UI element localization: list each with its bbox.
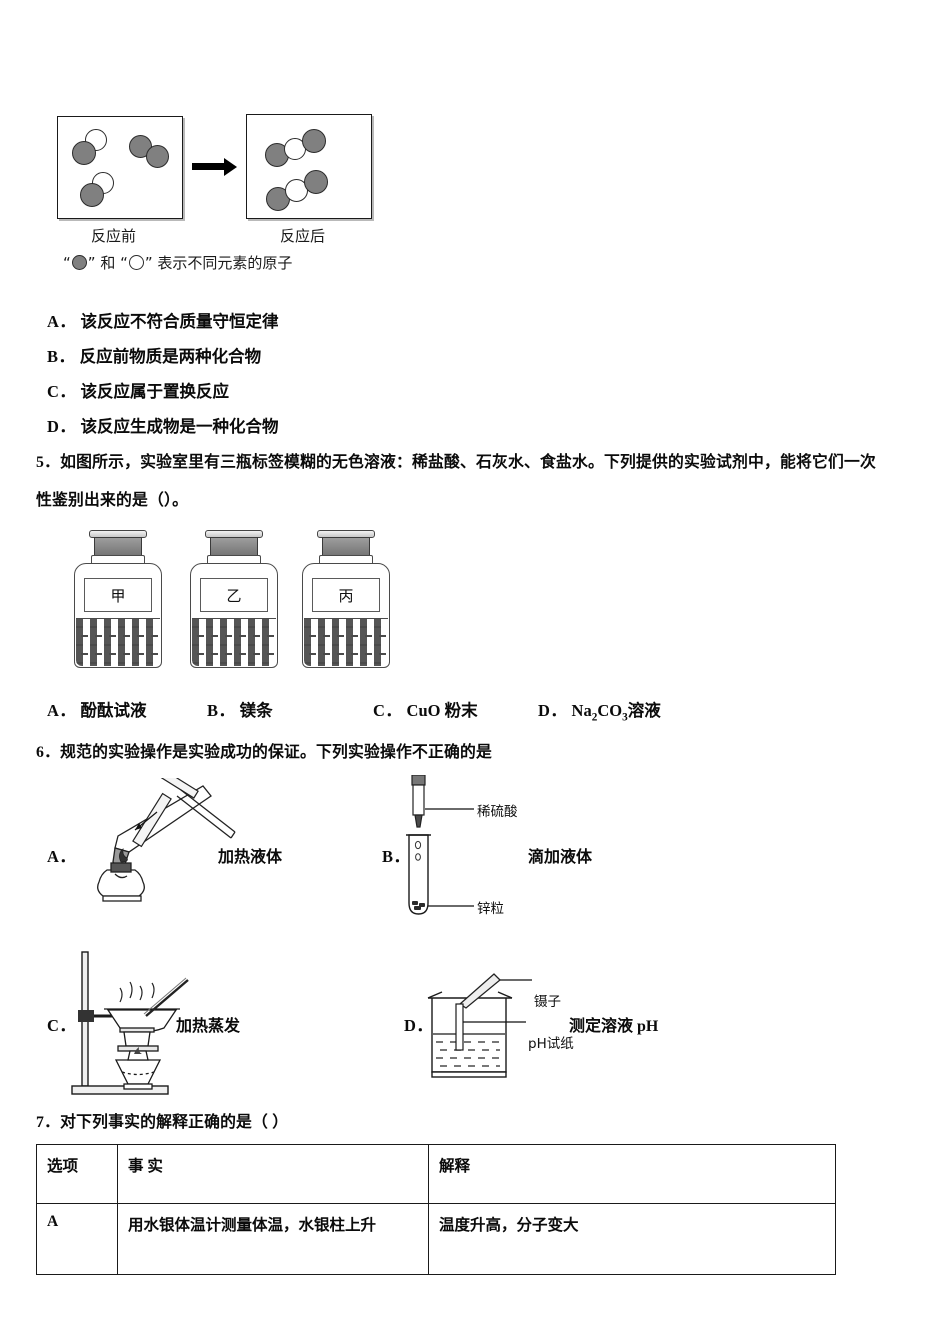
q4-option-c: C． 该反应属于置换反应 [47,378,229,402]
atom-dark [302,129,326,153]
q5-option-a-letter: A． [47,701,77,720]
q5-option-b-text: 镁条 [239,701,273,720]
bottle-label-1: 甲 [84,578,152,612]
table-header-fact: 事 实 [117,1144,429,1204]
q5-stem-line1: 5．如图所示，实验室里有三瓶标签模糊的无色溶液：稀盐酸、石灰水、食盐水。下列提供… [36,454,876,471]
ph-measurement-diagram [427,973,532,1078]
q5-option-d-letter: D． [538,701,568,720]
q5-option-b: B． 镁条 [207,697,273,721]
atom-dark [80,183,104,207]
legend-mid-text: ” 和 “ [87,254,128,272]
legend-dark-atom-icon [71,255,87,270]
q4-option-d-text: 该反应生成物是一种化合物 [80,417,279,436]
atom-dark [146,145,169,168]
q4-option-b: B． 反应前物质是两种化合物 [47,343,261,367]
q6-option-d-callout-ph-paper: pH试纸 [528,1036,574,1052]
reagent-bottle-2: 乙 [188,530,280,670]
q4-option-a: A． 该反应不符合质量守恒定律 [47,308,279,332]
q4-option-c-text: 该反应属于置换反应 [80,382,230,401]
q6-option-b-letter: B． [382,847,411,866]
q5-option-c: C． CuO 粉末 [373,697,478,721]
reagent-bottle-3: 丙 [300,530,392,670]
table-cell-fact: 用水银体温计测量体温，水银柱上升 [117,1203,429,1275]
legend-caption: “ ” 和 “ ” 表示不同元素的原子 [63,252,292,273]
q5-option-d-formula: Na2CO3溶液 [571,701,661,724]
bottle-liquid [76,618,160,666]
table-row: A 用水银体温计测量体温，水银柱上升 温度升高，分子变大 [36,1203,836,1275]
atom-dark [72,141,96,165]
q5-option-a: A． 酚酞试液 [47,697,147,721]
table-header-explanation: 解释 [428,1144,836,1204]
q4-option-c-letter: C． [47,382,77,401]
atom-dark [266,187,290,211]
table-header-row: 选项 事 实 解释 [36,1144,836,1204]
legend-suffix-text: ” 表示不同元素的原子 [144,254,293,272]
q6-stem: 6．规范的实验操作是实验成功的保证。下列实验操作不正确的是 [36,744,493,761]
after-reaction-box [246,114,372,219]
after-reaction-caption: 反应后 [280,227,326,245]
reaction-arrow-shaft [192,163,226,170]
q4-option-a-letter: A． [47,312,77,331]
heating-evaporation-diagram [71,951,189,1095]
q5-option-d: D． Na2CO3溶液 [538,697,661,723]
q4-option-b-text: 反应前物质是两种化合物 [79,347,262,366]
q5-stem-line2: 性鉴别出来的是（）。 [36,492,189,509]
q7-stem: 7．对下列事实的解释正确的是（ ） [36,1114,289,1131]
atom-dark [304,170,328,194]
dropping-liquid-diagram [406,774,474,915]
q5-option-a-text: 酚酞试液 [80,701,147,720]
q6-option-b-callout-acid: 稀硫酸 [477,804,518,820]
q6-option-a-caption: 加热液体 [218,849,283,866]
bottle-liquid [304,618,388,666]
q6-option-a-apparatus [85,769,245,918]
q7-facts-table: 选项 事 实 解释 A 用水银体温计测量体温，水银柱上升 温度升高，分子变大 [36,1144,836,1275]
legend-quote-open: “ [63,254,71,272]
before-reaction-box [57,116,183,219]
table-header-option: 选项 [36,1144,118,1204]
q6-option-d-callout-tweezers: 镊子 [534,994,561,1010]
q6-option-b-caption: 滴加液体 [528,849,593,866]
bottle-label-2: 乙 [200,578,268,612]
q4-option-a-text: 该反应不符合质量守恒定律 [80,312,279,331]
q6-option-d-caption: 测定溶液 pH [569,1018,659,1035]
q4-option-d-letter: D． [47,417,77,436]
q4-reaction-figure: 反应前 反应后 “ ” 和 “ ” 表示不同元素的原子 [0,0,950,290]
before-reaction-caption: 反应前 [91,227,137,245]
q5-option-b-letter: B． [207,701,236,720]
table-cell-option: A [36,1203,118,1275]
q6-option-a-letter: A． [47,847,77,866]
q4-option-d: D． 该反应生成物是一种化合物 [47,413,279,437]
bottle-label-3: 丙 [312,578,380,612]
q4-option-b-letter: B． [47,347,76,366]
q5-option-c-text: CuO 粉末 [406,701,478,720]
q6-option-c-letter: C． [47,1016,77,1035]
q6-option-b-apparatus [398,774,518,925]
q6-option-c-caption: 加热蒸发 [176,1018,241,1035]
reagent-bottle-1: 甲 [72,530,164,670]
q6-option-c-apparatus [68,948,238,1098]
bottle-liquid [192,618,276,666]
heating-liquid-diagram [97,769,236,902]
table-cell-explanation: 温度升高，分子变大 [428,1203,836,1275]
q5-option-c-letter: C． [373,701,403,720]
q6-option-b-callout-zinc: 锌粒 [477,901,504,917]
legend-light-atom-icon [128,255,144,270]
reaction-arrow-head [224,157,237,176]
q6-option-d-letter: D． [404,1016,434,1035]
q6-option-d-apparatus [420,960,600,1090]
